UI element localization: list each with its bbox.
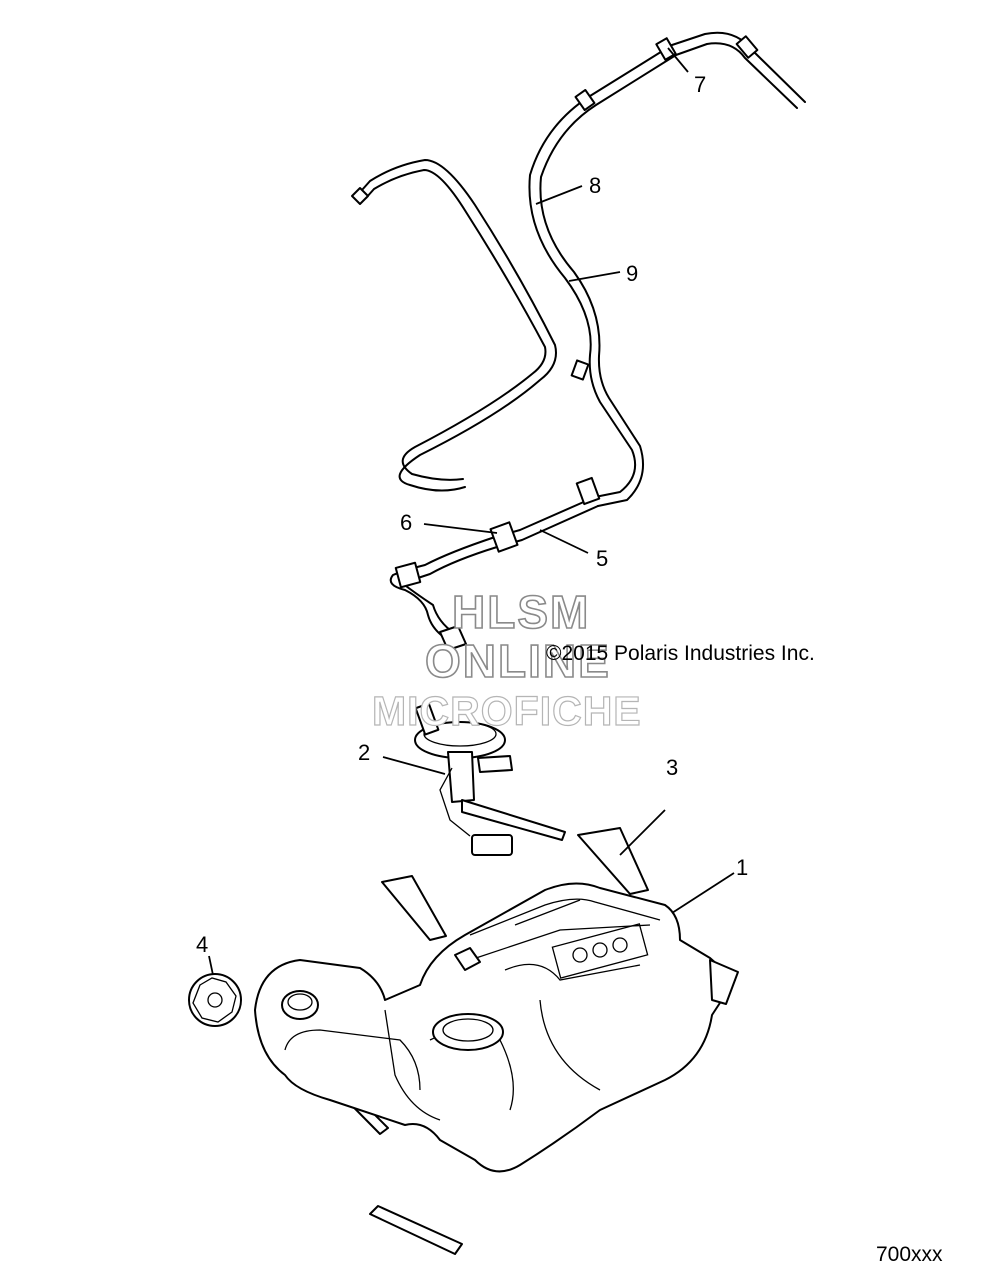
watermark-line-1: HLSM xyxy=(451,585,591,639)
watermark-line-2: ONLINE xyxy=(424,634,611,688)
callout-9: 9 xyxy=(626,261,638,286)
watermark-line-3: MICROFICHE xyxy=(371,687,642,734)
leader-lines xyxy=(208,47,735,976)
return-hose xyxy=(351,159,557,492)
figure-code: 700xxx xyxy=(876,1243,943,1266)
fuel-tank xyxy=(254,882,739,1173)
callout-4: 4 xyxy=(196,932,208,957)
callout-8: 8 xyxy=(589,173,601,198)
fuel-cap xyxy=(188,973,242,1027)
callout-7: 7 xyxy=(694,72,706,97)
callouts: 1 2 3 4 5 6 7 8 9 xyxy=(196,72,748,957)
copyright-notice: ©2015 Polaris Industries Inc. xyxy=(546,642,815,665)
fuel-pump xyxy=(414,702,566,856)
vent-hose xyxy=(528,31,806,507)
callout-1: 1 xyxy=(736,855,748,880)
callout-2: 2 xyxy=(358,740,370,765)
callout-5: 5 xyxy=(596,546,608,571)
callout-3: 3 xyxy=(666,755,678,780)
callout-6: 6 xyxy=(400,510,412,535)
fuel-supply-line xyxy=(389,476,601,651)
